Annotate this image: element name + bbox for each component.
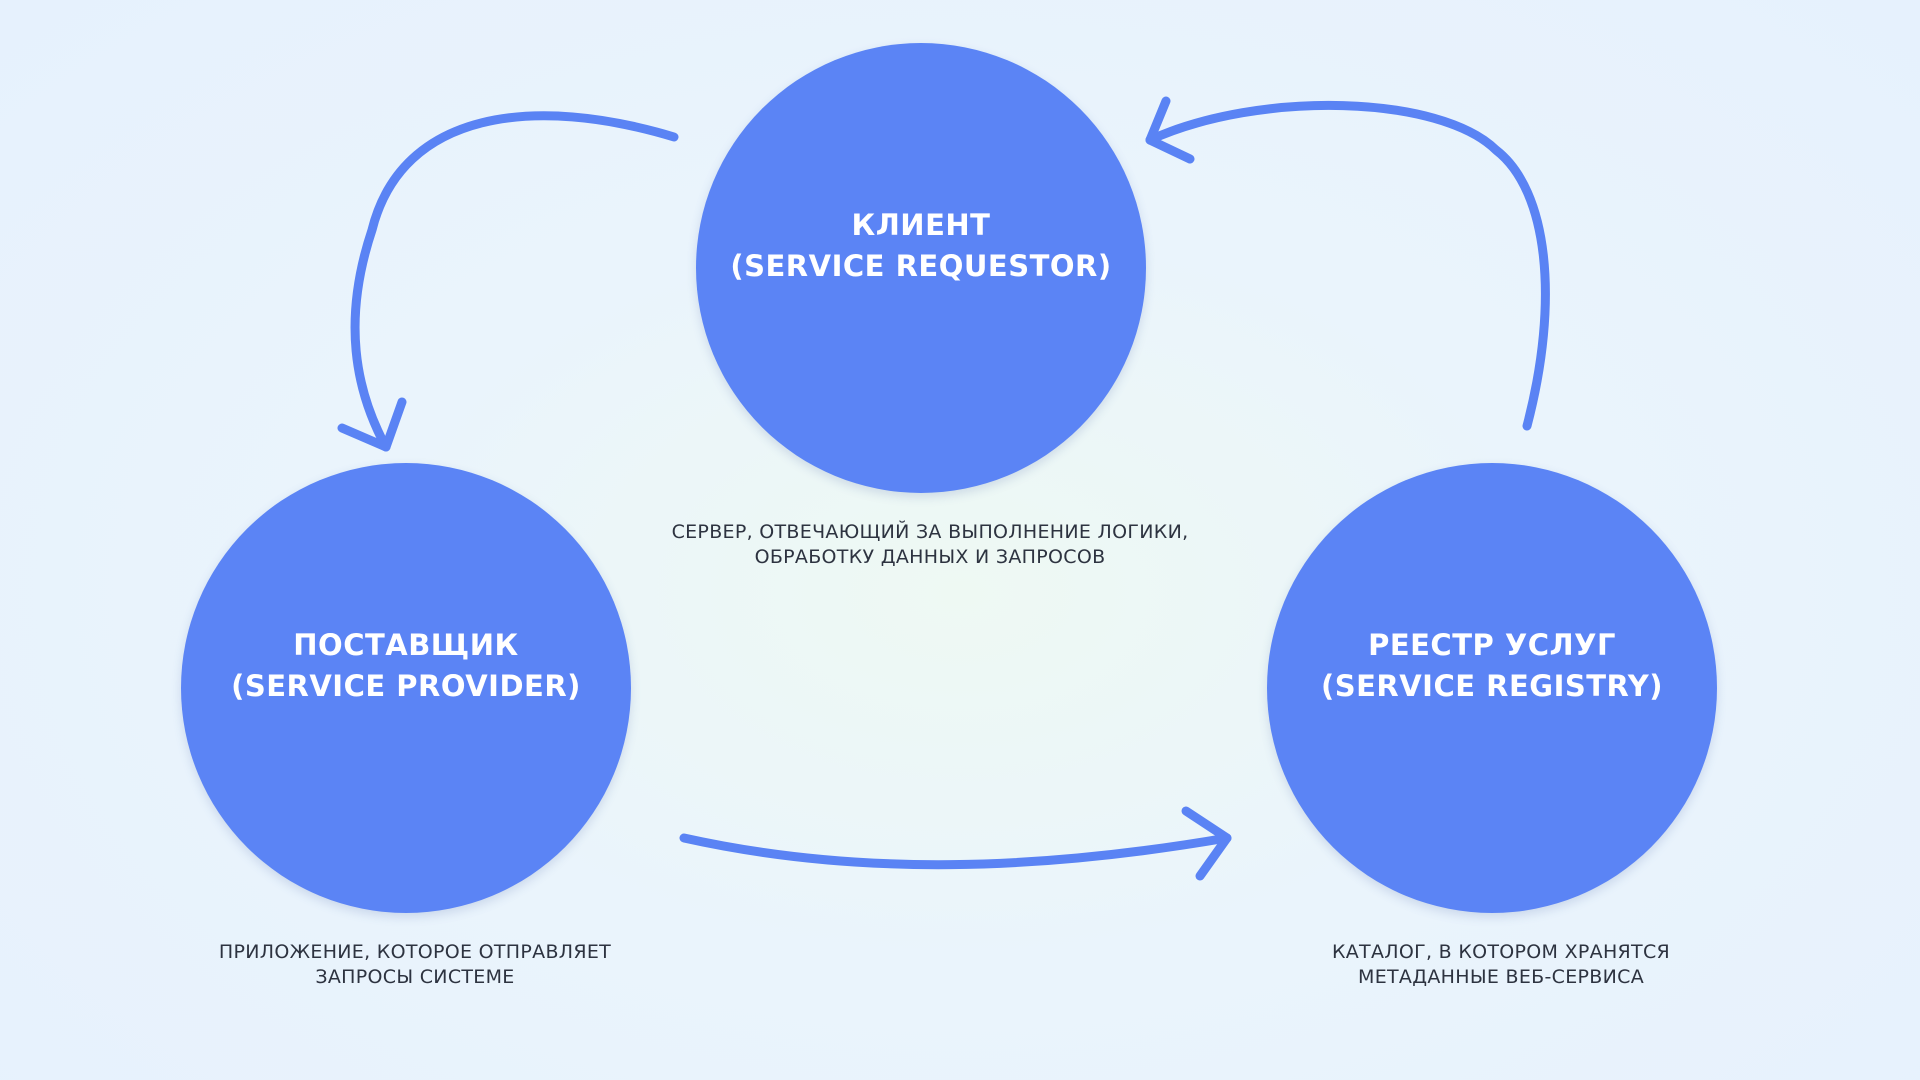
provider-node: ПОСТАВЩИК (SERVICE PROVIDER)	[181, 463, 631, 913]
provider-title: ПОСТАВЩИК (SERVICE PROVIDER)	[231, 628, 581, 703]
arrow-provider-to-registry-line	[679, 833, 1232, 870]
arrow-registry-to-client	[1145, 96, 1550, 431]
arrow-provider-to-registry	[679, 806, 1232, 881]
arrow-client-to-provider-head	[337, 397, 407, 452]
arrow-provider-to-registry-head	[1181, 806, 1232, 881]
client-node: КЛИЕНТ (SERVICE REQUESTOR)	[696, 43, 1146, 493]
registry-caption: КАТАЛОГ, В КОТОРОМ ХРАНЯТСЯ МЕТАДАННЫЕ В…	[1331, 941, 1671, 988]
arrow-registry-to-client-head	[1145, 96, 1195, 164]
client-caption: СЕРВЕР, ОТВЕЧАЮЩИЙ ЗА ВЫПОЛНЕНИЕ ЛОГИКИ,…	[671, 521, 1189, 568]
provider-caption: ПРИЛОЖЕНИЕ, КОТОРОЕ ОТПРАВЛЯЕТ ЗАПРОСЫ С…	[218, 941, 612, 988]
arrow-registry-to-client-line	[1145, 100, 1550, 431]
arrow-client-to-provider	[337, 111, 679, 452]
registry-title: РЕЕСТР УСЛУГ (SERVICE REGISTRY)	[1320, 628, 1664, 703]
arrow-client-to-provider-line	[350, 111, 679, 452]
client-title: КЛИЕНТ (SERVICE REQUESTOR)	[730, 208, 1112, 283]
registry-node: РЕЕСТР УСЛУГ (SERVICE REGISTRY)	[1267, 463, 1717, 913]
